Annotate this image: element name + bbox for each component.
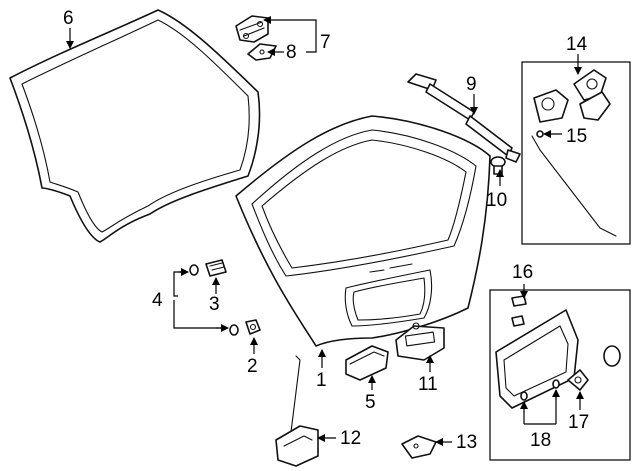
bolt-part (511, 295, 527, 327)
ball-stud-part (490, 156, 506, 175)
lamp-bracket-part (567, 369, 589, 391)
lift-support-part (407, 73, 521, 163)
lock-cylinder-part (533, 69, 611, 123)
callout-6: 6 (63, 8, 74, 29)
lock-rod-part (531, 135, 617, 237)
bracket-part (401, 435, 437, 459)
handle-part (395, 322, 445, 361)
callout-9: 9 (466, 74, 477, 95)
callout-3: 3 (209, 294, 220, 315)
lock-cylinder-group-box (521, 61, 631, 245)
hinge-part (235, 15, 269, 43)
callout-5: 5 (365, 392, 376, 413)
callout-12: 12 (340, 428, 361, 449)
callout-15: 15 (566, 126, 587, 147)
license-lamp-group-box (489, 289, 631, 461)
callout-4: 4 (152, 290, 163, 311)
retainer-clip-part (536, 130, 544, 138)
callout-18: 18 (530, 430, 551, 451)
liftgate-part (235, 115, 491, 347)
callout-10: 10 (486, 190, 507, 211)
callout-7: 7 (320, 32, 331, 53)
callout-1: 1 (316, 370, 327, 391)
callout-11: 11 (418, 374, 438, 395)
leader-lines (66, 16, 584, 446)
back-glass-part (9, 9, 261, 243)
bumper-stop-part (189, 259, 227, 277)
callout-13: 13 (456, 432, 477, 453)
latch-part (345, 345, 389, 381)
bulb-part (520, 379, 560, 401)
callout-14: 14 (566, 34, 588, 55)
callout-16: 16 (512, 262, 533, 283)
callout-2: 2 (247, 356, 258, 377)
callout-8: 8 (286, 42, 297, 63)
callout-17: 17 (568, 412, 589, 433)
lock-actuator-part (275, 355, 319, 467)
grommet-part (229, 319, 261, 336)
